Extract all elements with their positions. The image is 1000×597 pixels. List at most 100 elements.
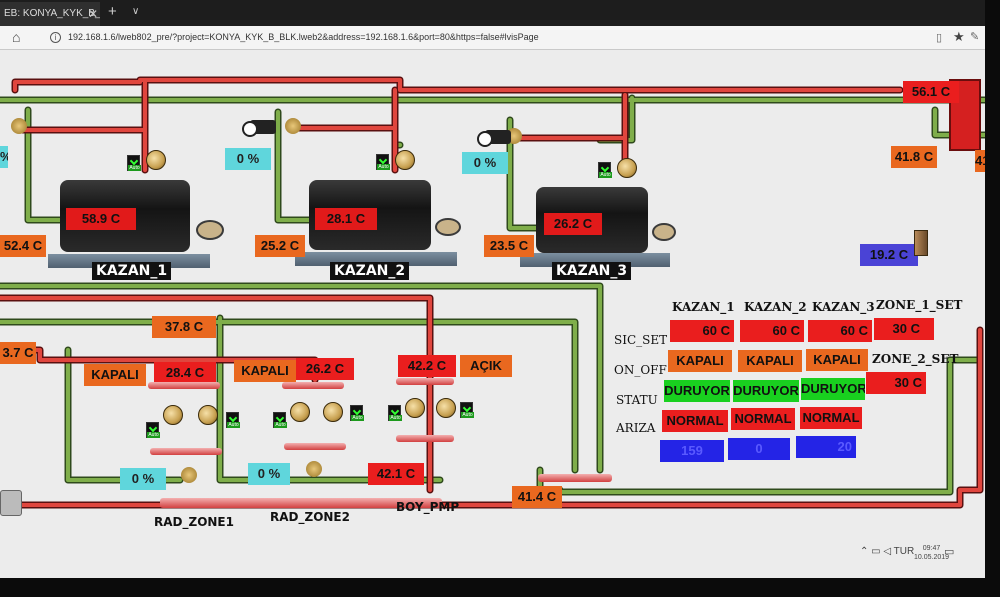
burner-icon bbox=[196, 220, 224, 240]
side-panel-icon[interactable] bbox=[0, 490, 22, 516]
boiler1-pump-icon[interactable] bbox=[146, 150, 166, 170]
three-way-valve-icon[interactable] bbox=[8, 115, 30, 137]
sic-set-kazan-1[interactable]: 60 C bbox=[670, 320, 734, 342]
counter-kazan-1: 159 bbox=[660, 440, 724, 462]
on-off-kazan-3[interactable]: KAPALI bbox=[806, 349, 868, 371]
auto-mode-icon[interactable]: Auto bbox=[598, 162, 612, 178]
boy-pmp-return-temp: 42.1 C bbox=[368, 463, 424, 485]
clock[interactable]: 09:47 10.05.2019 bbox=[914, 544, 949, 562]
boiler3-label: KAZAN_3 bbox=[552, 262, 632, 280]
zone1-state[interactable]: KAPALI bbox=[84, 364, 146, 386]
zone2-pump-b-icon[interactable] bbox=[323, 402, 343, 422]
counter-kazan-2: 0 bbox=[728, 438, 790, 460]
system-tray[interactable]: ⌃ ▭ ◁ TUR bbox=[860, 546, 915, 557]
boiler2-label: KAZAN_2 bbox=[330, 262, 410, 280]
windows-taskbar: ⌃ ▭ ◁ TUR 09:47 10.05.2019 ▭ bbox=[0, 540, 985, 578]
zone1-pump-b-icon[interactable] bbox=[198, 405, 218, 425]
zone2-valve-percent: 0 % bbox=[248, 463, 290, 485]
boiler2-pump-icon[interactable] bbox=[395, 150, 415, 170]
favorite-star-icon[interactable]: ★ bbox=[953, 29, 965, 44]
boiler3-return-temp: 23.5 C bbox=[484, 235, 534, 257]
auto-mode-icon[interactable]: Auto bbox=[388, 405, 402, 421]
auto-mode-icon[interactable]: Auto bbox=[127, 155, 141, 171]
statu-kazan-2: DURUYOR bbox=[733, 380, 799, 402]
home-icon[interactable]: ⌂ bbox=[12, 29, 21, 45]
auto-mode-icon[interactable]: Auto bbox=[273, 412, 287, 428]
info-icon[interactable]: i bbox=[50, 32, 61, 43]
auto-mode-icon[interactable]: Auto bbox=[226, 412, 240, 428]
zone2-label: RAD_ZONE2 bbox=[270, 510, 350, 524]
monitor-screen: EB: KONYA_KYK_B_B ✕ + ∨ ⌂ i 192.168.1.6/… bbox=[0, 0, 985, 578]
sic-set-kazan-2[interactable]: 60 C bbox=[740, 320, 804, 342]
zone2-return-pipe bbox=[284, 443, 346, 450]
boiler3-pump-icon[interactable] bbox=[617, 158, 637, 178]
zone1-pump-a-icon[interactable] bbox=[163, 405, 183, 425]
zone1-label: RAD_ZONE1 bbox=[154, 515, 234, 529]
col-header-zone-1-set: ZONE_1_SET bbox=[876, 298, 963, 312]
boy-pump-b-icon[interactable] bbox=[436, 398, 456, 418]
return-manifold-temp: 41.4 C bbox=[512, 486, 562, 508]
auto-mode-icon[interactable]: Auto bbox=[460, 402, 474, 418]
statu-kazan-3: DURUYOR bbox=[801, 378, 865, 400]
boiler2-temp: 28.1 C bbox=[315, 208, 377, 230]
header-supply-temp: 56.1 C bbox=[903, 81, 959, 103]
outdoor-sensor-icon bbox=[914, 230, 928, 256]
zone2-temp: 26.2 C bbox=[296, 358, 354, 380]
zone1-return-pipe bbox=[150, 448, 222, 455]
auto-mode-icon[interactable]: Auto bbox=[376, 154, 390, 170]
boiler3-temp: 26.2 C bbox=[544, 213, 602, 235]
zone1-mixing-valve-icon[interactable] bbox=[178, 464, 200, 486]
zone2-mixing-valve-icon[interactable] bbox=[303, 458, 325, 480]
reader-view-icon[interactable]: ▯ bbox=[936, 32, 943, 44]
col-header-zone-2-set: ZONE_2_SET bbox=[872, 352, 959, 366]
ariza-kazan-2: NORMAL bbox=[731, 408, 795, 430]
three-way-valve-icon[interactable] bbox=[282, 115, 304, 137]
col-header-kazan-3: KAZAN_3 bbox=[812, 300, 875, 314]
on-off-kazan-2[interactable]: KAPALI bbox=[738, 350, 802, 372]
boiler1-return-temp: 52.4 C bbox=[0, 235, 46, 257]
col-header-kazan-1: KAZAN_1 bbox=[672, 300, 735, 314]
on-off-kazan-1[interactable]: KAPALI bbox=[668, 350, 732, 372]
boiler-kazan-3[interactable]: 26.2 C bbox=[520, 185, 690, 275]
boiler3-valve-percent: 0 % bbox=[462, 152, 508, 174]
left-valve-percent: % bbox=[0, 146, 8, 168]
boy-return-pipe bbox=[396, 435, 454, 442]
close-icon[interactable]: ✕ bbox=[88, 7, 99, 21]
new-tab-icon[interactable]: + bbox=[108, 3, 117, 20]
boy-pump-a-icon[interactable] bbox=[405, 398, 425, 418]
tab-title: EB: KONYA_KYK_B_B bbox=[4, 8, 100, 19]
sic-set-kazan-3[interactable]: 60 C bbox=[808, 320, 872, 342]
notification-icon[interactable]: ▭ bbox=[944, 546, 955, 558]
auto-mode-icon[interactable]: Auto bbox=[350, 405, 364, 421]
hmi-canvas: % 0 % 0 % Auto Auto Auto 58.9 C KAZAN_1 … bbox=[0, 50, 985, 560]
boiler2-return-temp: 25.2 C bbox=[255, 235, 305, 257]
boiler-kazan-2[interactable]: 28.1 C bbox=[295, 178, 475, 273]
col-header-kazan-2: KAZAN_2 bbox=[744, 300, 807, 314]
zone2-pump-a-icon[interactable] bbox=[290, 402, 310, 422]
zone2-header-pipe bbox=[282, 382, 344, 389]
zone1-temp: 28.4 C bbox=[154, 362, 216, 384]
boiler2-valve-percent: 0 % bbox=[225, 148, 271, 170]
zone-1-set-value[interactable]: 30 C bbox=[874, 318, 934, 340]
edge-temp: 41.7 bbox=[975, 150, 985, 172]
manifold-mid-temp: 37.8 C bbox=[152, 316, 216, 338]
counter-kazan-3: 20 bbox=[796, 436, 856, 458]
boy-pmp-state[interactable]: AÇIK bbox=[460, 355, 512, 377]
clock-date: 10.05.2019 bbox=[914, 554, 950, 561]
boy-pmp-label: BOY_PMP bbox=[396, 500, 460, 514]
web-note-icon[interactable]: ✎ bbox=[970, 31, 980, 43]
statu-kazan-1: DURUYOR bbox=[664, 380, 730, 402]
auto-mode-icon[interactable]: Auto bbox=[146, 422, 160, 438]
boiler-kazan-1[interactable]: 58.9 C bbox=[48, 178, 228, 273]
zone2-state[interactable]: KAPALI bbox=[234, 360, 296, 382]
browser-tab[interactable]: EB: KONYA_KYK_B_B ✕ bbox=[0, 2, 100, 26]
ariza-kazan-1: NORMAL bbox=[662, 410, 728, 432]
url-field[interactable]: 192.168.1.6/lweb802_pre/?project=KONYA_K… bbox=[68, 32, 539, 42]
row-label-ariza: ARIZA bbox=[616, 421, 656, 435]
manifold-left-temp: 3.7 C bbox=[0, 342, 36, 364]
burner-icon bbox=[435, 218, 461, 236]
zone-2-set-value[interactable]: 30 C bbox=[866, 372, 926, 394]
tab-list-icon[interactable]: ∨ bbox=[132, 6, 140, 17]
row-label-statu: STATU bbox=[616, 393, 658, 407]
row-label-on-off: ON_OFF bbox=[614, 363, 667, 377]
